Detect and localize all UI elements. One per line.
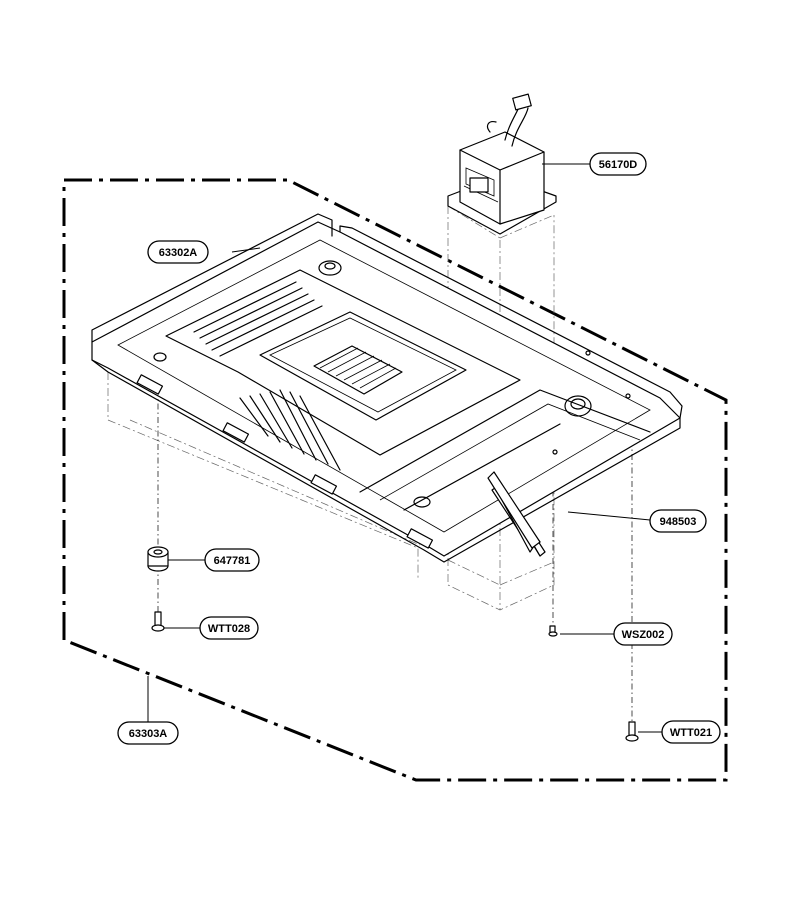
part-label-63303A: 63303A bbox=[117, 721, 179, 745]
part-label-text: WTT028 bbox=[208, 623, 250, 635]
base-plate-drawing bbox=[91, 213, 683, 563]
perforation-grid bbox=[313, 345, 403, 395]
vent-holes bbox=[193, 281, 323, 357]
part-label-text: 948503 bbox=[660, 516, 697, 528]
louver-slots bbox=[239, 389, 341, 471]
part-label-text: 56170D bbox=[599, 159, 638, 171]
foam-strip-drawing bbox=[487, 471, 546, 557]
leader-lines bbox=[147, 163, 662, 733]
screw-plate-drawing bbox=[548, 625, 558, 637]
part-label-WTT021: WTT021 bbox=[661, 720, 721, 744]
foot-drawing bbox=[147, 546, 169, 572]
transformer-drawing bbox=[447, 93, 557, 235]
part-label-text: 63302A bbox=[159, 247, 198, 259]
part-label-WSZ002: WSZ002 bbox=[613, 622, 673, 646]
part-label-56170D: 56170D bbox=[589, 152, 647, 176]
screw-foot-drawing bbox=[151, 611, 165, 632]
part-label-text: WSZ002 bbox=[622, 629, 665, 641]
part-label-text: WTT021 bbox=[670, 727, 712, 739]
screw-transformer-drawing bbox=[625, 721, 639, 742]
assembly-boundary bbox=[62, 178, 728, 782]
part-label-647781: 647781 bbox=[204, 548, 260, 572]
part-label-text: 63303A bbox=[129, 728, 168, 740]
part-label-WTT028: WTT028 bbox=[199, 616, 259, 640]
part-label-948503: 948503 bbox=[649, 509, 707, 533]
part-label-63302A: 63302A bbox=[147, 240, 209, 264]
part-label-text: 647781 bbox=[214, 555, 251, 567]
